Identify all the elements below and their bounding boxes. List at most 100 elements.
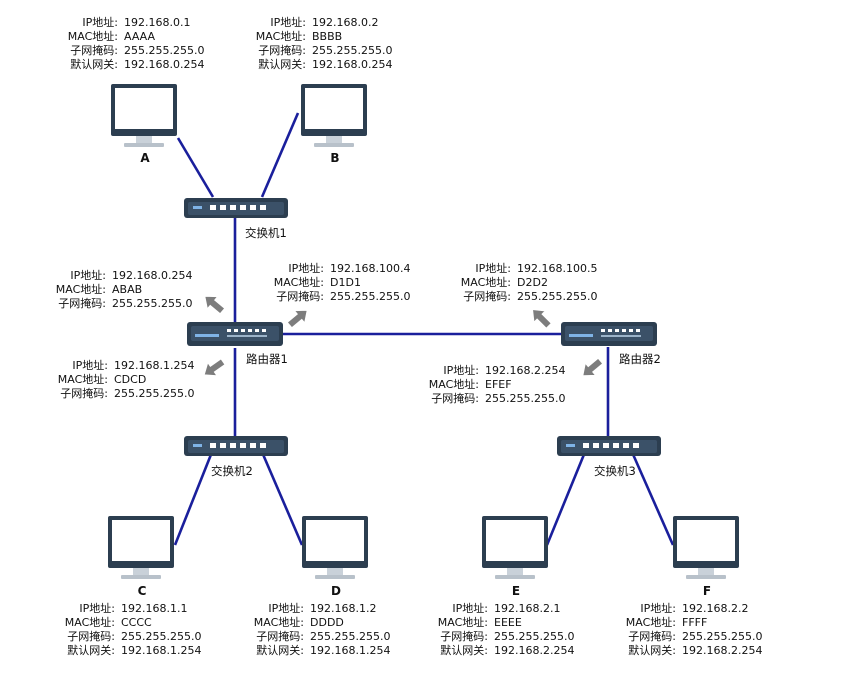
ip-address-value: 192.168.2.254 — [485, 364, 565, 377]
host-d: D IP地址: 192.168.1.2 MAC地址: DDDD 子网掩码: 25… — [254, 516, 390, 657]
switch-label: 交换机3 — [594, 464, 636, 478]
ip-address-label: IP地址: — [270, 15, 306, 29]
mac-address-value: D2D2 — [517, 276, 548, 289]
host-e: E IP地址: 192.168.2.1 MAC地址: EEEE 子网掩码: 25… — [438, 516, 574, 657]
mac-address-label: MAC地址: — [56, 282, 106, 296]
computer-icon — [302, 516, 368, 579]
mac-address-value: DDDD — [310, 616, 344, 629]
subnet-mask-label: 子网掩码: — [463, 289, 511, 303]
router-label: 路由器1 — [246, 352, 288, 366]
computer-icon — [111, 84, 177, 147]
subnet-mask-label: 子网掩码: — [276, 289, 324, 303]
default-gateway-value: 192.168.0.254 — [312, 58, 392, 71]
mac-address-value: CCCC — [121, 616, 152, 629]
router-2: 路由器2 — [561, 322, 661, 366]
ip-address-value: 192.168.0.2 — [312, 16, 378, 29]
host-a: IP地址: 192.168.0.1 MAC地址: AAAA 子网掩码: 255.… — [68, 15, 205, 165]
default-gateway-label: 默认网关: — [70, 57, 118, 71]
host-name: B — [330, 151, 339, 165]
mac-address-value: EFEF — [485, 378, 512, 391]
subnet-mask-label: 子网掩码: — [440, 629, 488, 643]
subnet-mask-value: 255.255.255.0 — [517, 290, 597, 303]
default-gateway-value: 192.168.1.254 — [121, 644, 201, 657]
mac-address-label: MAC地址: — [65, 615, 115, 629]
ip-address-label: IP地址: — [288, 261, 324, 275]
mac-address-value: D1D1 — [330, 276, 361, 289]
mac-address-value: FFFF — [682, 616, 707, 629]
host-name: A — [140, 151, 150, 165]
ip-address-label: IP地址: — [72, 358, 108, 372]
default-gateway-label: 默认网关: — [628, 643, 676, 657]
arrow-icon — [199, 289, 229, 318]
host-name: D — [331, 584, 341, 598]
subnet-mask-label: 子网掩码: — [58, 296, 106, 310]
default-gateway-label: 默认网关: — [256, 643, 304, 657]
arrow-icon — [577, 354, 607, 383]
host-c: C IP地址: 192.168.1.1 MAC地址: CCCC 子网掩码: 25… — [65, 516, 201, 657]
link-a-switch1 — [176, 137, 215, 198]
ip-address-value: 192.168.0.1 — [124, 16, 190, 29]
subnet-mask-value: 255.255.255.0 — [682, 630, 762, 643]
mac-address-label: MAC地址: — [461, 275, 511, 289]
subnet-mask-value: 255.255.255.0 — [114, 387, 194, 400]
host-f: F IP地址: 192.168.2.2 MAC地址: FFFF 子网掩码: 25… — [626, 516, 762, 657]
host-name: C — [138, 584, 147, 598]
subnet-mask-value: 255.255.255.0 — [330, 290, 410, 303]
mac-address-value: EEEE — [494, 616, 522, 629]
ip-address-value: 192.168.0.254 — [112, 269, 192, 282]
subnet-mask-label: 子网掩码: — [67, 629, 115, 643]
computer-icon — [108, 516, 174, 579]
ip-address-label: IP地址: — [82, 15, 118, 29]
ip-address-value: 192.168.2.1 — [494, 602, 560, 615]
mac-address-label: MAC地址: — [274, 275, 324, 289]
host-b: IP地址: 192.168.0.2 MAC地址: BBBB 子网掩码: 255.… — [256, 15, 393, 165]
interface-router2-wan: IP地址: 192.168.100.5 MAC地址: D2D2 子网掩码: 25… — [461, 261, 597, 332]
link-switch3-e — [545, 451, 587, 546]
subnet-mask-label: 子网掩码: — [70, 43, 118, 57]
subnet-mask-label: 子网掩码: — [431, 391, 479, 405]
ip-address-value: 192.168.1.1 — [121, 602, 187, 615]
ip-address-label: IP地址: — [640, 601, 676, 615]
default-gateway-label: 默认网关: — [258, 57, 306, 71]
mac-address-label: MAC地址: — [58, 372, 108, 386]
subnet-mask-label: 子网掩码: — [258, 43, 306, 57]
subnet-mask-value: 255.255.255.0 — [494, 630, 574, 643]
ip-address-label: IP地址: — [268, 601, 304, 615]
link-switch2-c — [173, 451, 214, 546]
ip-address-label: IP地址: — [70, 268, 106, 282]
mac-address-label: MAC地址: — [626, 615, 676, 629]
switch-1: 交换机1 — [184, 198, 288, 240]
switch-icon — [184, 198, 288, 218]
mac-address-value: CDCD — [114, 373, 146, 386]
ip-address-label: IP地址: — [79, 601, 115, 615]
ip-address-value: 192.168.1.254 — [114, 359, 194, 372]
default-gateway-value: 192.168.0.254 — [124, 58, 204, 71]
switch-label: 交换机2 — [211, 464, 253, 478]
switch-3: 交换机3 — [557, 436, 661, 478]
ip-address-value: 192.168.100.4 — [330, 262, 410, 275]
ip-address-value: 192.168.100.5 — [517, 262, 597, 275]
mac-address-value: BBBB — [312, 30, 342, 43]
default-gateway-label: 默认网关: — [67, 643, 115, 657]
switch-icon — [184, 436, 288, 456]
default-gateway-value: 192.168.2.254 — [494, 644, 574, 657]
host-name: F — [703, 584, 711, 598]
mac-address-label: MAC地址: — [438, 615, 488, 629]
switch-icon — [557, 436, 661, 456]
subnet-mask-label: 子网掩码: — [628, 629, 676, 643]
router-icon — [561, 322, 657, 346]
subnet-mask-value: 255.255.255.0 — [485, 392, 565, 405]
mac-address-label: MAC地址: — [68, 29, 118, 43]
default-gateway-value: 192.168.2.254 — [682, 644, 762, 657]
mac-address-label: MAC地址: — [256, 29, 306, 43]
subnet-mask-value: 255.255.255.0 — [121, 630, 201, 643]
computer-icon — [482, 516, 548, 579]
computer-icon — [673, 516, 739, 579]
ip-address-label: IP地址: — [443, 363, 479, 377]
mac-address-value: AAAA — [124, 30, 155, 43]
mac-address-label: MAC地址: — [254, 615, 304, 629]
ip-address-label: IP地址: — [452, 601, 488, 615]
interface-router1-lan1: IP地址: 192.168.1.254 MAC地址: CDCD 子网掩码: 25… — [58, 354, 229, 400]
switch-label: 交换机1 — [245, 226, 287, 240]
